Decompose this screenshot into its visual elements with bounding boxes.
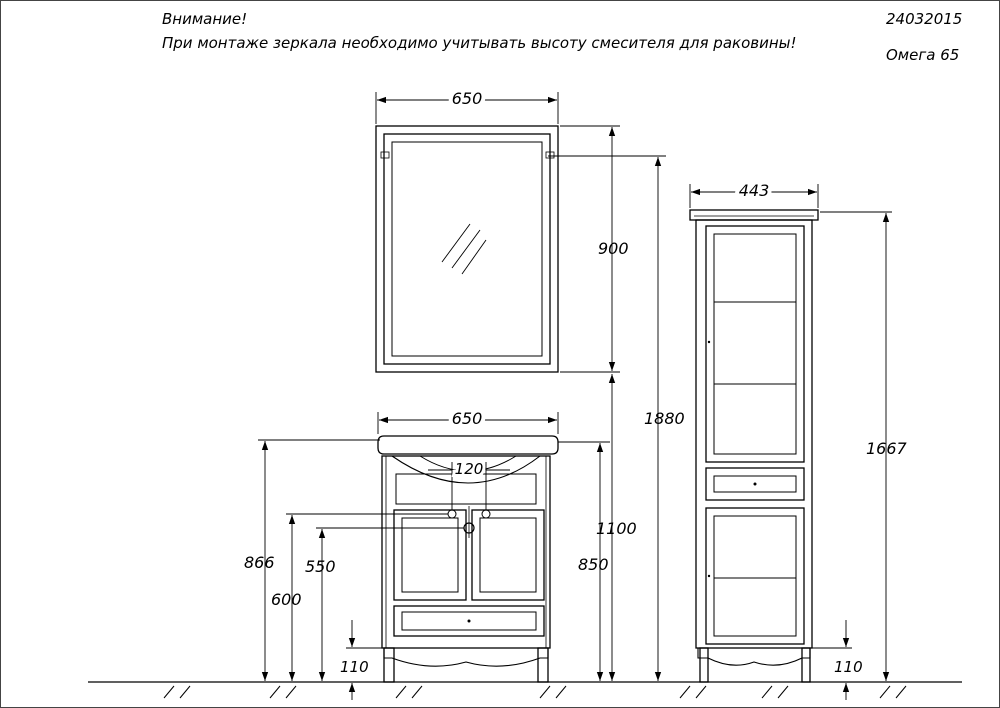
warning-title: Внимание! — [162, 10, 248, 28]
floor-hatching — [163, 685, 907, 699]
dim-drain-height: 550 — [305, 557, 336, 576]
dim-mirror-width: 650 — [452, 89, 483, 108]
dim-faucet-spacing: 120 — [455, 460, 484, 478]
dim-mirror-bottom: 1100 — [596, 519, 637, 538]
sink-vanity — [377, 435, 559, 683]
dim-sink-total-height: 866 — [244, 553, 275, 572]
doc-code: 24032015 — [886, 10, 963, 28]
dim-total-height: 1880 — [644, 409, 685, 428]
model-name: Омега 65 — [886, 46, 960, 64]
dim-sink-width: 650 — [452, 409, 483, 428]
dim-cabinet-height: 1667 — [866, 439, 908, 458]
tall-cabinet — [689, 209, 819, 683]
dim-vanity-leg: 110 — [340, 658, 369, 676]
warning-text: При монтаже зеркала необходимо учитывать… — [162, 34, 797, 52]
mirror — [375, 125, 559, 373]
dim-mirror-height: 900 — [598, 239, 629, 258]
dim-faucet-height: 600 — [271, 590, 302, 609]
dim-cabinet-leg: 110 — [834, 658, 863, 676]
dim-cabinet-width: 443 — [739, 181, 770, 200]
dim-vanity-height: 850 — [578, 555, 609, 574]
dimension-lines — [258, 92, 892, 700]
